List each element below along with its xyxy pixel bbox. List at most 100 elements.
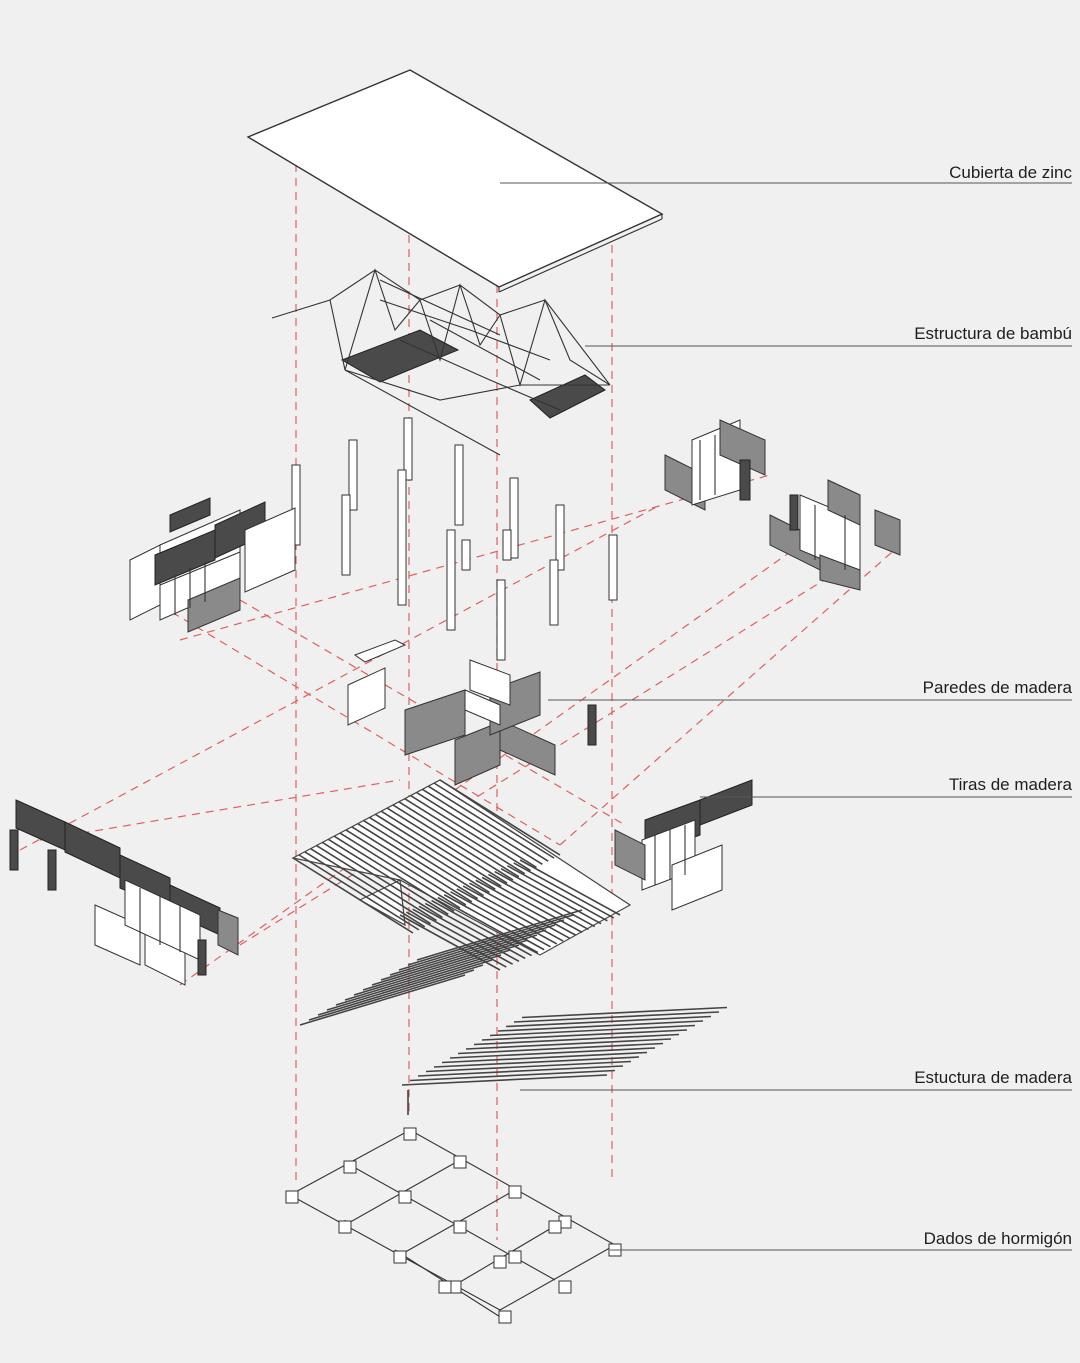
deck-slat	[304, 851, 426, 928]
deck-slat	[488, 873, 589, 931]
joist	[416, 909, 583, 961]
deck-slat	[427, 785, 549, 862]
deck-slat	[310, 847, 432, 925]
concrete-footing	[453, 1220, 467, 1234]
joist	[497, 1020, 704, 1032]
deck-slat	[369, 816, 490, 894]
label-timber-structure: Estuctura de madera	[914, 1068, 1072, 1087]
joist	[299, 974, 466, 1026]
joist	[449, 1047, 656, 1059]
joist	[513, 1011, 720, 1023]
concrete-footing	[438, 1280, 452, 1294]
deck-slat	[424, 902, 526, 960]
concrete-footing	[548, 1220, 562, 1234]
joist	[465, 1038, 672, 1050]
deck-slat	[339, 832, 461, 909]
joist	[401, 1074, 608, 1086]
right-wall-panels-lower	[614, 779, 753, 911]
joist	[489, 1024, 696, 1037]
deck-slat	[380, 810, 502, 887]
joist	[407, 914, 574, 966]
concrete-footing	[343, 1160, 357, 1174]
concrete-footing	[338, 1220, 352, 1234]
joist	[335, 954, 502, 1006]
deck-slat	[333, 835, 455, 912]
joist	[441, 1051, 648, 1064]
deck-slat	[500, 867, 602, 925]
concrete-footings-grid	[285, 1127, 622, 1324]
concrete-footing	[393, 1250, 407, 1264]
joist	[353, 944, 520, 996]
deck-slat	[513, 862, 615, 919]
joist	[481, 1029, 688, 1041]
concrete-footing	[453, 1155, 467, 1169]
deck-slat	[345, 829, 467, 906]
label-concrete-footings: Dados de hormigón	[923, 1229, 1072, 1248]
concrete-footing	[493, 1255, 507, 1269]
concrete-footing	[558, 1280, 572, 1294]
joist	[389, 924, 556, 976]
timber-joist-structure	[299, 909, 728, 1115]
bamboo-posts	[291, 417, 618, 661]
deck-slat	[321, 841, 443, 919]
joist	[433, 1056, 640, 1068]
left-wall-panels-lower	[9, 799, 239, 986]
joist	[344, 949, 511, 1001]
deck-slat	[462, 885, 564, 942]
deck-slat	[404, 798, 526, 875]
joist	[326, 959, 493, 1011]
deck-slat	[410, 794, 532, 872]
label-wooden-walls: Paredes de madera	[922, 678, 1072, 697]
deck-slat	[416, 791, 537, 869]
deck-slat	[475, 879, 577, 936]
deck-slat	[386, 807, 508, 884]
deck-slat	[481, 876, 583, 934]
deck-slat	[357, 823, 479, 900]
joist	[425, 1060, 632, 1073]
deck-slat	[433, 782, 555, 859]
concrete-footing	[508, 1250, 522, 1264]
joist	[521, 1006, 728, 1019]
zinc-roof-plane	[246, 69, 664, 293]
deck-slat	[398, 801, 520, 878]
deck-slat	[456, 888, 558, 945]
joist	[457, 1042, 664, 1055]
concrete-footing	[498, 1310, 512, 1324]
left-wall-panels-upper	[129, 497, 296, 633]
deck-slat	[450, 891, 551, 948]
deck-slat	[506, 865, 608, 922]
joist	[317, 964, 484, 1016]
bamboo-truss-structure	[271, 268, 611, 456]
joist	[505, 1015, 712, 1028]
joist	[362, 939, 529, 991]
deck-slat	[437, 896, 539, 954]
joist	[398, 919, 565, 971]
joist	[409, 1069, 616, 1082]
label-bamboo-structure: Estructura de bambú	[914, 324, 1072, 343]
deck-slat	[316, 844, 437, 922]
deck-slat	[351, 826, 473, 903]
deck-slat	[374, 813, 496, 890]
joist	[417, 1065, 624, 1077]
joist	[371, 934, 538, 986]
deck-slat	[519, 859, 621, 916]
wooden-floor-strips	[291, 779, 632, 971]
label-roof: Cubierta de zinc	[949, 163, 1072, 182]
concrete-footing	[403, 1127, 417, 1141]
label-leader-lines	[500, 182, 1072, 1251]
deck-slat	[392, 804, 514, 881]
joist	[308, 969, 475, 1021]
concrete-footing	[508, 1185, 522, 1199]
joist	[473, 1033, 680, 1046]
right-wall-panels-upper	[664, 419, 901, 591]
concrete-footing	[285, 1190, 299, 1204]
deck-slat	[298, 854, 420, 931]
concrete-footing	[398, 1190, 412, 1204]
deck-slat	[421, 788, 543, 866]
deck-slat	[439, 779, 561, 856]
deck-slat	[363, 819, 484, 897]
central-wooden-walls	[347, 639, 597, 786]
label-wooden-strips: Tiras de madera	[948, 775, 1072, 794]
deck-slat	[494, 870, 596, 928]
